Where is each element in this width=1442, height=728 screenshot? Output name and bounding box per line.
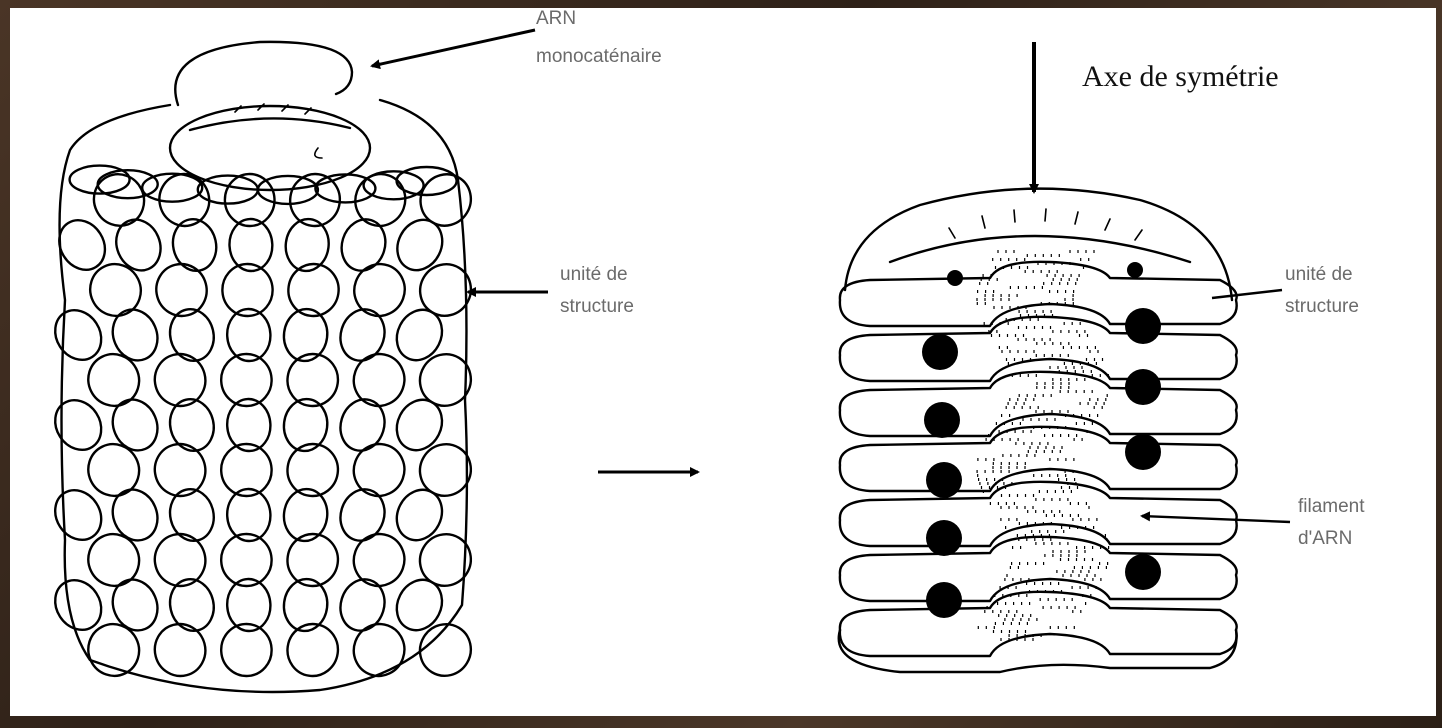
filament-label-1: filament bbox=[1298, 496, 1365, 517]
capsomer-scale bbox=[410, 525, 480, 596]
subunit-dot bbox=[922, 334, 958, 370]
capsomer-scale bbox=[85, 166, 152, 234]
filament-arrow bbox=[1142, 516, 1290, 522]
right-dome-inner bbox=[890, 236, 1190, 262]
capsomer-scale bbox=[80, 525, 148, 594]
arn-mono-label-1: ARN bbox=[536, 8, 576, 29]
unite-right-label-2: structure bbox=[1285, 296, 1359, 317]
capsomer-scale bbox=[397, 167, 457, 195]
subunit-dot bbox=[1125, 369, 1161, 405]
subunit-dot bbox=[926, 582, 962, 618]
capsomer-scale bbox=[335, 214, 391, 276]
subunit-dot bbox=[1125, 308, 1161, 344]
unite-left-label-2: structure bbox=[560, 296, 634, 317]
capsomer-scale bbox=[411, 255, 481, 326]
capsomer-scale bbox=[334, 394, 390, 456]
capsomer-scale bbox=[334, 484, 390, 546]
capsomer-scale bbox=[347, 257, 412, 323]
capsomer-scale bbox=[334, 304, 390, 366]
subunit-dot bbox=[926, 462, 962, 498]
subunit-dot bbox=[1125, 434, 1161, 470]
capsomer-scale bbox=[81, 256, 149, 325]
subunit-dot bbox=[926, 520, 962, 556]
arn-mono-arrow bbox=[372, 30, 535, 66]
unite-right-label-1: unité de bbox=[1285, 264, 1353, 285]
right-virus-drawing bbox=[839, 189, 1237, 672]
capsomer-scale bbox=[410, 345, 480, 416]
left-cap-inner bbox=[190, 118, 350, 130]
capsomer-scale bbox=[410, 435, 480, 506]
diagram-canvas: ARN monocaténaire unité de structure Axe… bbox=[10, 8, 1436, 716]
right-top-dome bbox=[845, 189, 1232, 300]
capsomer-scale bbox=[347, 437, 412, 503]
unite-left-label-1: unité de bbox=[560, 264, 628, 285]
subunit-dot bbox=[1127, 262, 1143, 278]
axe-symetrie-label: Axe de symétrie bbox=[1082, 60, 1279, 93]
capsomer-scale bbox=[105, 393, 165, 458]
arn-mono-label-2: monocaténaire bbox=[536, 46, 662, 67]
capsomer-scale bbox=[334, 574, 390, 636]
filament-label-2: d'ARN bbox=[1298, 528, 1352, 549]
capsomer-scale bbox=[388, 482, 450, 548]
capsomer-scale bbox=[105, 573, 165, 638]
left-cap-marks bbox=[235, 104, 322, 158]
capsomer-scale bbox=[410, 615, 480, 686]
capsomer-scale bbox=[347, 527, 412, 593]
capsomer-scale bbox=[389, 212, 451, 278]
capsomer-scale bbox=[388, 572, 450, 638]
left-capsomer-units bbox=[46, 165, 481, 685]
subunit-dot bbox=[924, 402, 960, 438]
left-rna-loop bbox=[175, 42, 352, 105]
unite-right-leader bbox=[1212, 290, 1282, 298]
subunit-dot bbox=[1125, 554, 1161, 590]
disc-bottom bbox=[839, 630, 1237, 672]
protein-subunit-dots bbox=[922, 262, 1161, 618]
diagram-svg: ARN monocaténaire unité de structure Axe… bbox=[10, 8, 1436, 716]
capsomer-scale bbox=[411, 165, 480, 235]
capsomer-scale bbox=[347, 347, 412, 413]
capsomer-scale bbox=[80, 345, 148, 414]
capsomer-scale bbox=[80, 435, 148, 504]
capsomer-scale bbox=[105, 303, 165, 368]
left-virus-drawing bbox=[46, 42, 481, 692]
capsomer-scale bbox=[388, 392, 450, 458]
right-disc-layers bbox=[839, 262, 1237, 672]
subunit-dot bbox=[947, 270, 963, 286]
capsomer-scale bbox=[109, 213, 168, 277]
capsomer-scale bbox=[105, 483, 165, 548]
capsomer-scale bbox=[388, 302, 450, 368]
